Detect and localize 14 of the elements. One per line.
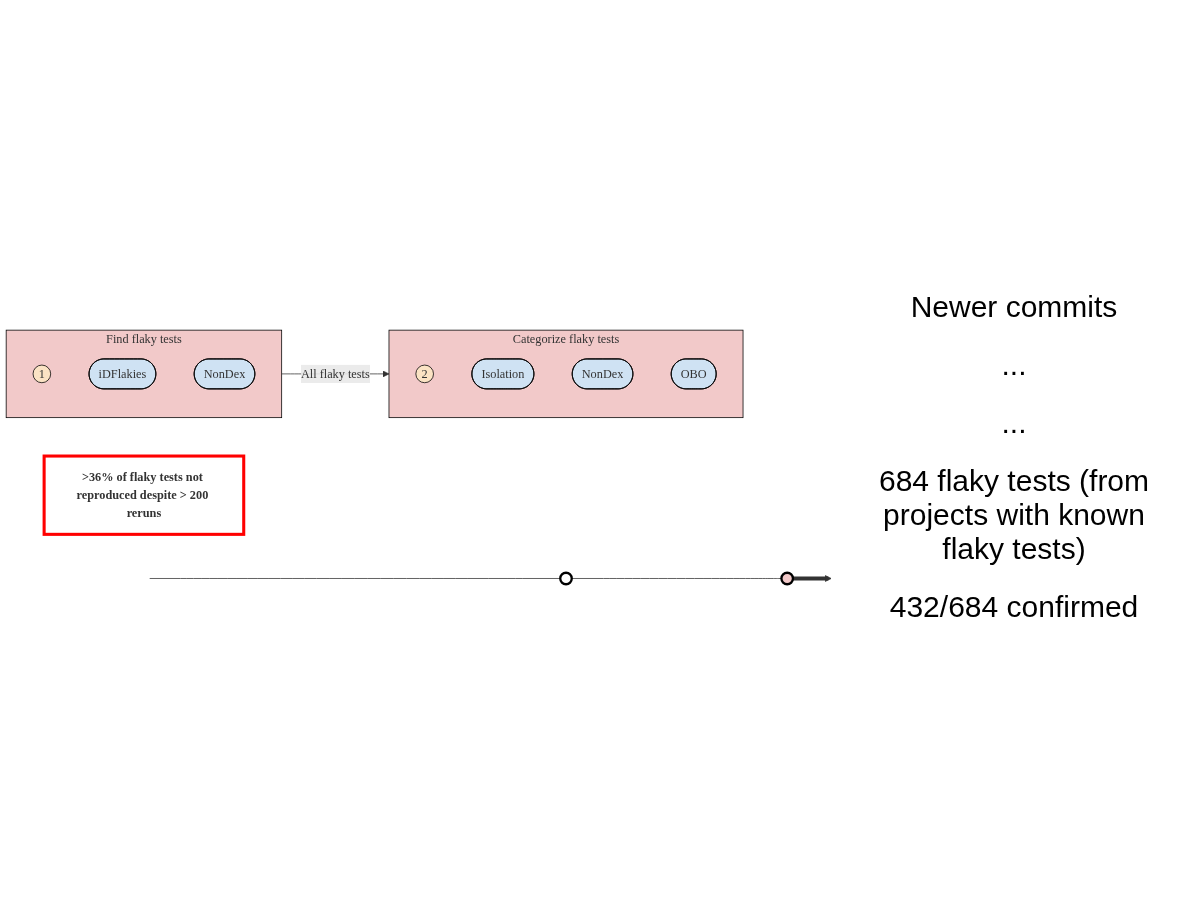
connector	[149, 577, 561, 579]
node-circle	[559, 571, 573, 586]
node-box: >36% of flaky tests not reproduced despite > 200 reruns	[42, 454, 246, 536]
note-text: 684 flaky tests (from projects with known flaky tests)	[877, 464, 1151, 566]
note-text: 432/684 confirmed	[888, 590, 1140, 624]
node-circle: 1	[32, 364, 52, 383]
arrow	[792, 574, 832, 582]
node-circle	[780, 571, 795, 586]
edge-label: All flaky tests	[300, 366, 370, 380]
note-text: ...	[1000, 406, 1028, 440]
connector	[571, 577, 782, 579]
node-circle: 2	[415, 364, 434, 383]
note-text: ...	[1000, 348, 1028, 382]
note-text: Newer commits	[909, 290, 1119, 324]
